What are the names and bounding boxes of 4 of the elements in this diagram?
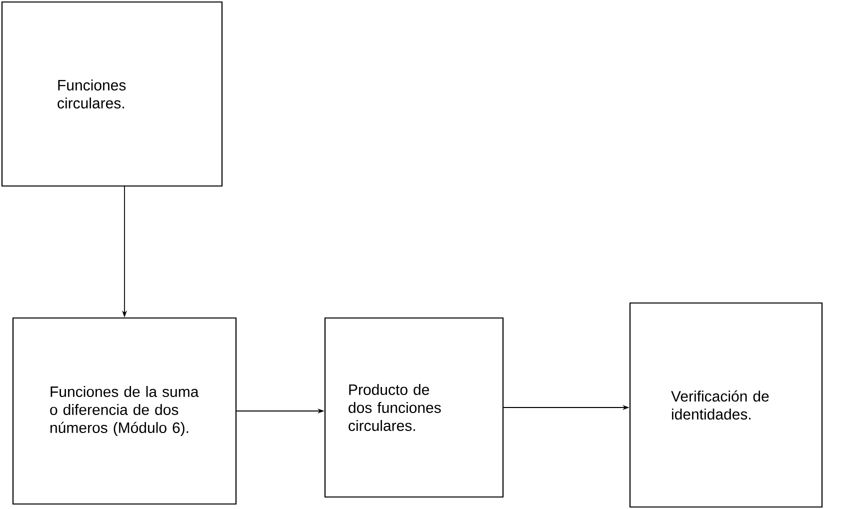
text-box: Producto de dos funciones circulares.: [324, 317, 504, 498]
text-box: Funciones circulares.: [1, 1, 223, 187]
text-box: Verificación de identidades.: [629, 302, 823, 508]
text-box: Funciones de la suma o diferencia de dos números (Módulo 6).: [12, 317, 237, 505]
